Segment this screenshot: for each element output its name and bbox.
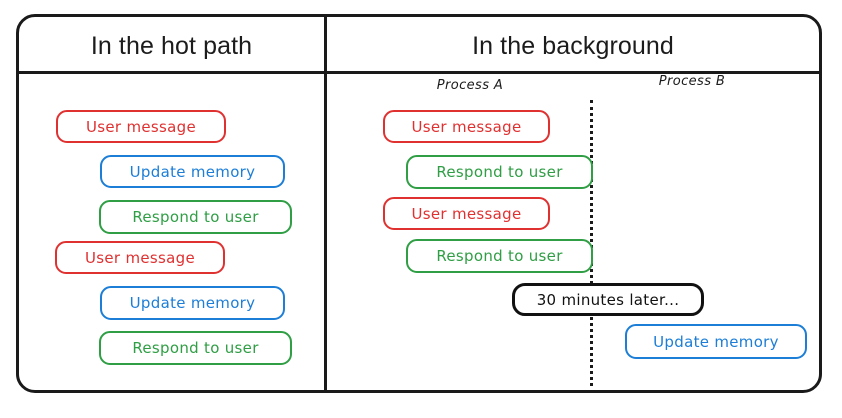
column-header-hot-path: In the hot path <box>90 32 253 60</box>
diagram-outer-frame <box>16 14 822 393</box>
header-divider-line <box>16 71 822 74</box>
process-b-label: Process B <box>658 74 726 89</box>
process-separator-dotted-line <box>590 100 593 386</box>
hot-path-step-user-message-2: User message <box>55 241 225 274</box>
time-gap-annotation: 30 minutes later... <box>512 283 704 316</box>
hot-path-step-respond-to-user-2: Respond to user <box>99 331 292 365</box>
hot-path-step-user-message-1: User message <box>56 110 226 143</box>
process-a-label: Process A <box>436 78 504 93</box>
process-b-step-update-memory: Update memory <box>625 324 807 359</box>
process-a-step-respond-to-user-1: Respond to user <box>406 155 593 189</box>
column-divider-line <box>324 14 327 393</box>
hot-path-step-respond-to-user-1: Respond to user <box>99 200 292 234</box>
hot-path-step-update-memory-2: Update memory <box>100 286 285 320</box>
hot-path-step-update-memory-1: Update memory <box>100 155 285 188</box>
column-header-background: In the background <box>472 32 674 60</box>
process-a-step-user-message-2: User message <box>383 197 550 230</box>
process-a-step-respond-to-user-2: Respond to user <box>406 239 593 273</box>
process-a-step-user-message-1: User message <box>383 110 550 143</box>
